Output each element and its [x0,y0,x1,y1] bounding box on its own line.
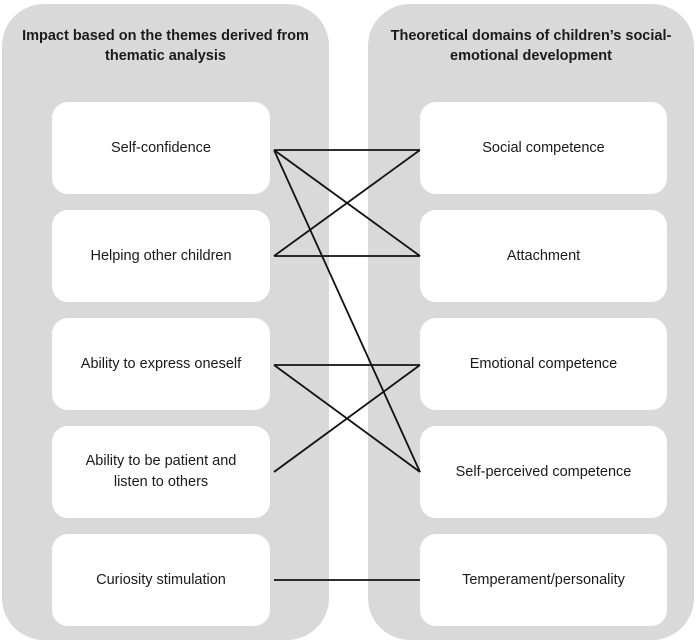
right-node-label: Temperament/personality [462,571,625,588]
right-node-label: Attachment [506,247,581,264]
left-node-helping-other-children: Helping other children [52,210,270,302]
right-node-label: Emotional competence [469,355,618,372]
left-node-label: Ability to express oneself [80,355,242,372]
right-node-self-perceived-competence: Self-perceived competence [420,426,667,518]
right-node-emotional-competence: Emotional competence [420,318,667,410]
right-node-label: Social competence [482,139,605,156]
left-panel-title: Impact based on the themes derived from … [22,28,309,64]
left-node-curiosity-stimulation: Curiosity stimulation [52,534,270,626]
right-node-temperament-personality: Temperament/personality [420,534,667,626]
right-panel-title: Theoretical domains of children’s social… [390,28,672,64]
right-node-attachment: Attachment [420,210,667,302]
left-node-ability-to-express-oneself: Ability to express oneself [52,318,270,410]
left-node-label: Curiosity stimulation [96,571,226,588]
left-node-label: Self-confidence [111,139,211,156]
left-node-label: Helping other children [90,247,232,264]
right-node-label: Self-perceived competence [455,463,632,480]
left-node-self-confidence: Self-confidence [52,102,270,194]
right-node-social-competence: Social competence [420,102,667,194]
left-node-ability-to-be-patient: Ability to be patient and listen to othe… [52,426,270,518]
left-node-label: Ability to be patient and listen to othe… [85,453,237,490]
